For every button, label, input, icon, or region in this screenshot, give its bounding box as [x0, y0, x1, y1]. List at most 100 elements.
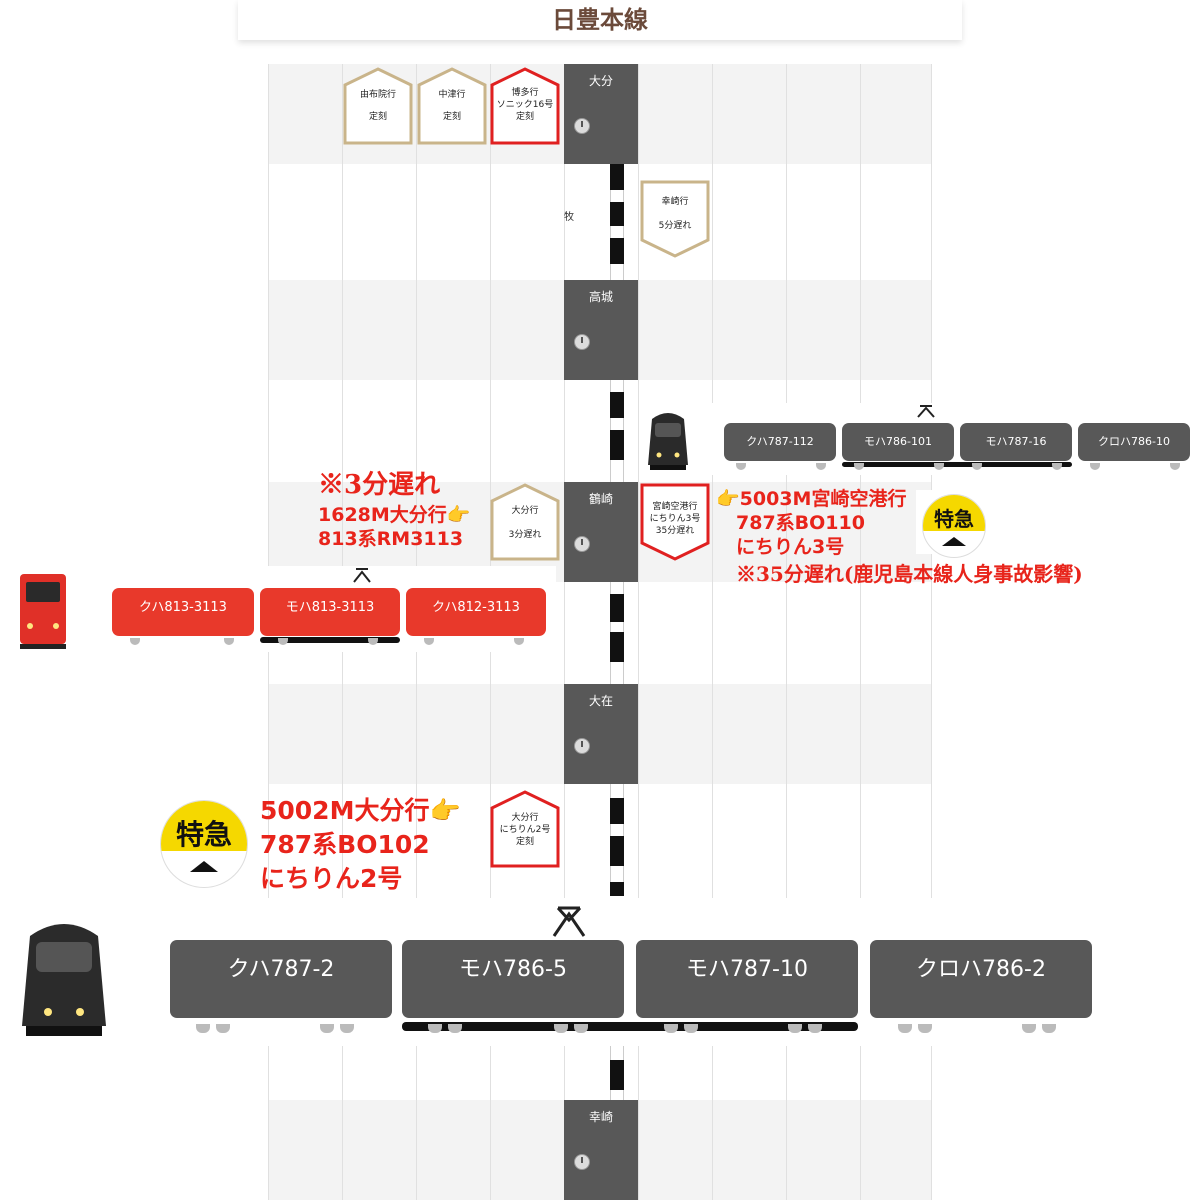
car-number: クハ812-3113	[432, 600, 520, 615]
line-diagram[interactable]: 牧 大分 高城 鶴崎 大在 幸崎	[268, 64, 932, 1200]
train-sign[interactable]: 博多行 ソニック16号 定刻	[490, 67, 560, 145]
pantograph-icon	[552, 906, 586, 937]
clock-icon	[574, 536, 590, 552]
train-1628m-formation[interactable]: クハ813-3113 モハ813-3113 クハ812-3113	[6, 566, 556, 652]
note-line: 5002M大分行👉	[260, 796, 461, 825]
car-number: クハ813-3113	[139, 600, 227, 615]
station-name: 鶴崎	[588, 492, 613, 506]
car[interactable]: クロハ786-2	[870, 940, 1092, 1018]
note-line: にちりん3号	[736, 536, 845, 558]
car-number: クロハ786-2	[916, 957, 1046, 982]
train-sign[interactable]: 幸崎行 5分遅れ	[640, 180, 710, 258]
clock-icon	[574, 1154, 590, 1170]
limited-express-badge: 特急	[922, 494, 986, 558]
note-line: 👉5003M宮崎空港行	[716, 488, 907, 510]
line-title: 日豊本線	[552, 6, 648, 34]
track-segment	[610, 582, 624, 684]
sign-destination: 幸崎行	[661, 197, 689, 207]
underfloor-equipment	[402, 1022, 858, 1031]
note-delay: ※3分遅れ	[318, 470, 441, 500]
between-station-label: 牧	[564, 212, 574, 223]
sign-destination: 中津行	[438, 90, 466, 100]
grid-line	[786, 64, 787, 1200]
sign-destination: 由布院行	[359, 90, 396, 100]
car[interactable]: モハ786-101	[842, 423, 954, 461]
car-number: クハ787-112	[746, 435, 814, 448]
car-number: モハ787-16	[985, 435, 1047, 448]
sign-status: 35分遅れ	[655, 526, 695, 536]
car[interactable]: クハ787-2	[170, 940, 392, 1018]
grid-line	[860, 64, 861, 1200]
car[interactable]: クハ813-3113	[112, 588, 254, 636]
car[interactable]: クハ787-112	[724, 423, 836, 461]
track-segment	[610, 164, 624, 280]
car-number: モハ786-101	[864, 435, 932, 448]
sign-status: 定刻	[368, 112, 387, 122]
car[interactable]: クロハ786-10	[1078, 423, 1190, 461]
station-block[interactable]: 幸崎	[564, 1100, 638, 1200]
car-number: クロハ786-10	[1098, 435, 1170, 448]
sign-train-name: にちりん2号	[499, 825, 551, 835]
header-bar	[238, 0, 962, 40]
grid-line	[564, 64, 565, 1200]
station-block[interactable]: 大在	[564, 684, 638, 784]
car-number: モハ786-5	[459, 957, 567, 982]
train-front-icon	[22, 924, 106, 1036]
grid-line	[712, 64, 713, 1200]
car[interactable]: モハ813-3113	[260, 588, 400, 636]
arrow-up-icon	[942, 537, 966, 546]
badge-label: 特急	[175, 818, 232, 851]
pantograph-icon	[917, 405, 935, 418]
clock-icon	[574, 334, 590, 350]
limited-express-badge: 特急	[160, 800, 248, 888]
sign-train-name: にちりん3号	[649, 514, 701, 524]
train-sign[interactable]: 由布院行 定刻	[343, 67, 413, 145]
note-delay: ※35分遅れ(鹿児島本線人身事故影響)	[736, 562, 1083, 586]
station-name: 大分	[588, 74, 613, 88]
car-number: クハ787-2	[227, 957, 335, 982]
pointing-hand-icon: 👉	[429, 796, 461, 825]
train-sign[interactable]: 大分行 にちりん2号 定刻	[490, 790, 560, 868]
badge-label: 特急	[934, 507, 974, 531]
station-name: 大在	[588, 694, 613, 708]
station-block[interactable]: 大分	[564, 64, 638, 164]
car[interactable]: モハ787-10	[636, 940, 858, 1018]
train-sign[interactable]: 大分行 3分遅れ	[490, 483, 560, 561]
train-5002m-formation[interactable]: クハ787-2 モハ786-5 モハ787-10 クロハ786-2	[10, 898, 1102, 1046]
car-number: モハ787-10	[686, 957, 808, 982]
sign-status: 3分遅れ	[508, 530, 542, 540]
sign-destination: 大分行	[511, 506, 539, 516]
train-sign[interactable]: 宮崎空港行 にちりん3号 35分遅れ	[640, 483, 710, 561]
train-front-icon	[648, 413, 688, 470]
car[interactable]: モハ787-16	[960, 423, 1072, 461]
sign-status: 定刻	[515, 112, 534, 122]
note-line: にちりん2号	[260, 864, 403, 893]
pointing-hand-icon: 👉	[446, 504, 471, 526]
train-sign[interactable]: 中津行 定刻	[417, 67, 487, 145]
sign-status: 定刻	[515, 837, 534, 847]
station-name: 幸崎	[588, 1110, 613, 1124]
pointing-hand-icon: 👉	[716, 488, 740, 510]
note-line: 787系BO110	[736, 512, 865, 534]
car[interactable]: モハ786-5	[402, 940, 624, 1018]
train-front-icon	[20, 574, 66, 649]
grid-line	[638, 64, 639, 1200]
sign-status: 定刻	[442, 112, 461, 122]
arrow-up-icon	[190, 861, 218, 872]
sign-destination: 宮崎空港行	[652, 502, 698, 512]
track-segment	[610, 380, 624, 482]
station-name: 高城	[588, 290, 613, 304]
car[interactable]: クハ812-3113	[406, 588, 546, 636]
car-number: モハ813-3113	[285, 600, 375, 615]
sign-destination: 博多行	[511, 88, 539, 98]
train-5003m-formation[interactable]: クハ787-112 モハ786-101 モハ787-16 クロハ786-10	[640, 403, 1196, 475]
underfloor-equipment	[842, 462, 1072, 467]
station-block[interactable]: 鶴崎	[564, 482, 638, 582]
sign-train-name: ソニック16号	[496, 100, 554, 110]
sign-destination: 大分行	[511, 813, 539, 823]
sign-status: 5分遅れ	[658, 221, 692, 231]
pantograph-icon	[353, 568, 371, 583]
station-block[interactable]: 高城	[564, 280, 638, 380]
underfloor-equipment	[260, 637, 400, 643]
grid-line	[931, 64, 932, 1200]
